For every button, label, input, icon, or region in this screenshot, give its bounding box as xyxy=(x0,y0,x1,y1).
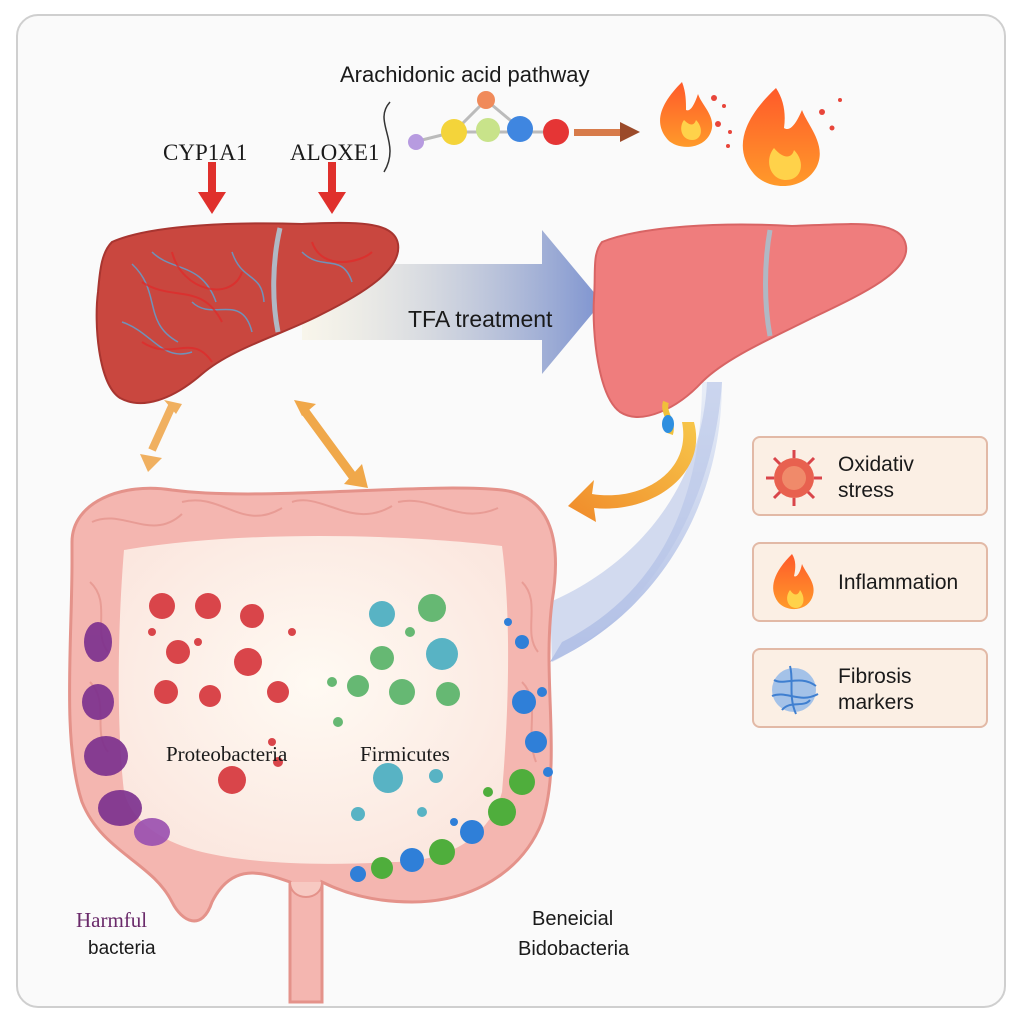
marker-label-line2: stress xyxy=(838,479,895,502)
diagram-frame: Arachidonic acid pathway CYP1A1 ALOXE1 T… xyxy=(16,14,1006,1008)
gene-arrow-aloxe1 xyxy=(318,162,346,214)
flame-large-icon xyxy=(742,88,820,187)
pathway-molecules xyxy=(383,91,640,173)
proteobacteria-cluster xyxy=(148,593,296,794)
fiber-cell-icon xyxy=(771,665,819,715)
return-curve-band xyxy=(550,382,722,662)
tfa-treatment-label: TFA treatment xyxy=(408,306,553,332)
marker-label-line1: Inflammation xyxy=(838,571,959,594)
gene-label-aloxe1: ALOXE1 xyxy=(290,140,380,165)
gene-arrow-cyp1a1 xyxy=(198,162,226,214)
pathway-title: Arachidonic acid pathway xyxy=(340,62,590,87)
marker-box-inflammation: Inflammation xyxy=(752,542,988,622)
bidirectional-arrow-right xyxy=(294,400,368,488)
beneficial-bacteria-cluster xyxy=(350,618,553,882)
harmful-bacteria-label-line1: Harmful xyxy=(76,908,148,932)
harmful-bacteria-label-line2: bacteria xyxy=(88,938,156,959)
damaged-liver xyxy=(95,221,400,405)
beneficial-bacteria-label-line1: Beneicial xyxy=(532,908,614,930)
healthy-liver xyxy=(592,223,908,435)
marker-box-oxidative-stress: Oxidativ stress xyxy=(752,436,988,516)
flame-icon xyxy=(773,554,814,610)
flame-small-icon xyxy=(660,82,713,147)
proteobacteria-label: Proteobacteria xyxy=(166,742,288,766)
firmicutes-cluster xyxy=(327,594,460,821)
marker-label-line1: Fibrosis xyxy=(838,665,912,688)
liver-to-gut-orange-arrow xyxy=(568,422,697,522)
flame-sparks xyxy=(711,95,842,148)
firmicutes-label: Firmicutes xyxy=(360,742,450,766)
bidirectional-arrow-left xyxy=(140,400,182,472)
diagram-artwork xyxy=(68,82,908,1004)
marker-label-line1: Oxidativ xyxy=(838,453,914,476)
harmful-bacteria-cluster xyxy=(82,622,170,846)
marker-box-fibrosis: Fibrosis markers xyxy=(752,648,988,728)
virus-icon xyxy=(766,450,822,506)
gene-label-cyp1a1: CYP1A1 xyxy=(163,140,248,165)
beneficial-bacteria-label-line2: Bidobacteria xyxy=(518,938,630,960)
marker-label-line2: markers xyxy=(838,691,914,714)
